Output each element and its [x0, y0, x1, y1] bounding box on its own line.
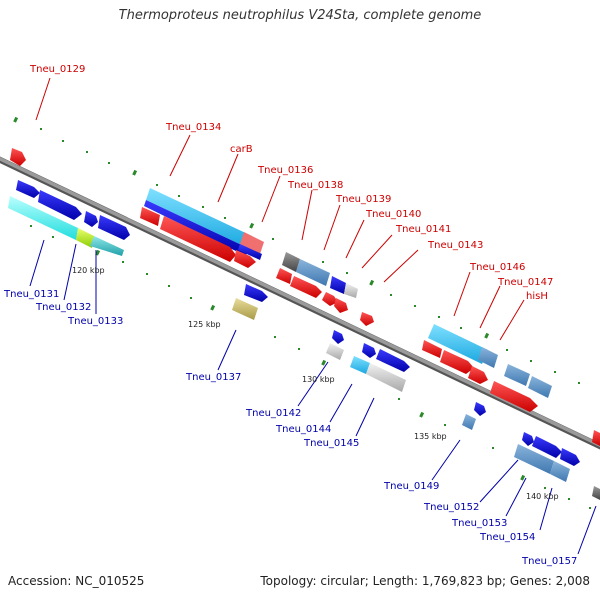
gene-tneu-0131 [8, 196, 78, 240]
label-tneu-0141: Tneu_0141 [395, 224, 451, 235]
scale-ticks-upper [13, 116, 580, 384]
gene-tneu-0134-tip [240, 232, 264, 254]
label-120-kbp: 120 kbp [72, 266, 105, 275]
label-130-kbp: 130 kbp [302, 375, 335, 384]
label-tneu-0142: Tneu_0142 [245, 408, 301, 419]
gene-blue-0149 [474, 402, 486, 416]
bottom-labels: Tneu_0131 Tneu_0132 Tneu_0133 Tneu_0137 … [3, 289, 577, 567]
gene-tneu-0138 [296, 259, 330, 286]
gene-red-0146b [440, 350, 474, 374]
label-135-kbp: 135 kbp [414, 432, 447, 441]
label-tneu-0137: Tneu_0137 [185, 372, 241, 383]
label-tneu-0143: Tneu_0143 [427, 240, 483, 251]
gene-blue-0152b [532, 436, 562, 458]
label-tneu-0133: Tneu_0133 [67, 316, 123, 327]
gene-tneu-0142 [326, 343, 344, 360]
gene-tneu-0129 [10, 148, 26, 166]
label-tneu-0144: Tneu_0144 [275, 424, 331, 435]
label-tneu-0149: Tneu_0149 [383, 481, 439, 492]
label-tneu-0134: Tneu_0134 [165, 122, 221, 133]
gene-red-small [234, 250, 256, 268]
gene-features [8, 148, 600, 500]
label-tneu-0153: Tneu_0153 [451, 518, 507, 529]
label-hish: hisH [526, 291, 548, 302]
gene-left-blue-4 [98, 215, 130, 240]
gene-tneu-0149 [462, 414, 476, 430]
gene-tneu-0133 [90, 236, 124, 256]
label-tneu-0140: Tneu_0140 [365, 209, 421, 220]
gene-red-0143 [360, 312, 374, 326]
gene-tneu-0141 [334, 298, 348, 313]
top-labels: Tneu_0129 Tneu_0134 carB Tneu_0136 Tneu_… [29, 64, 553, 302]
gene-tneu-0134 [146, 188, 252, 248]
gene-blue-0144a [362, 343, 376, 358]
gene-tneu-0132 [76, 228, 94, 248]
gene-tneu-0153 [550, 461, 570, 482]
gene-carb-strip [144, 200, 248, 256]
label-tneu-0152: Tneu_0152 [423, 502, 479, 513]
gene-steel-a [504, 364, 530, 386]
gene-hish [468, 366, 488, 384]
gene-tneu-0146 [428, 324, 488, 364]
gene-red-0139 [322, 292, 338, 306]
gene-red-0138 [290, 276, 322, 298]
label-tneu-0136: Tneu_0136 [257, 165, 313, 176]
bottom-leader-lines [29, 239, 597, 555]
gene-left-blue-1 [16, 180, 40, 198]
map-title: Thermoproteus neutrophilus V24Sta, compl… [118, 8, 482, 23]
gene-tneu-0137 [232, 298, 258, 320]
label-tneu-0138: Tneu_0138 [287, 180, 343, 191]
gene-tneu-0139 [330, 276, 346, 294]
gene-tneu-0152 [514, 444, 554, 474]
gene-red-left [140, 207, 160, 226]
label-tneu-0145: Tneu_0145 [303, 438, 359, 449]
genome-summary-text: Topology: circular; Length: 1,769,823 bp… [260, 574, 590, 588]
label-tneu-0131: Tneu_0131 [3, 289, 59, 300]
top-leader-lines [35, 77, 525, 341]
gene-left-blue-2 [38, 190, 82, 220]
gene-red-long [490, 381, 538, 412]
gene-left-blue-3 [84, 211, 98, 227]
label-tneu-0132: Tneu_0132 [35, 302, 91, 313]
label-carb: carB [230, 144, 253, 155]
label-tneu-0146: Tneu_0146 [469, 262, 525, 273]
gene-steel-b [528, 376, 552, 398]
label-tneu-0129: Tneu_0129 [29, 64, 85, 75]
label-tneu-0147: Tneu_0147 [497, 277, 553, 288]
gene-blue-0144b [376, 349, 410, 372]
gene-blue-0152c [560, 448, 580, 466]
gene-tneu-0145 [366, 363, 406, 392]
gene-carb-strip-2 [238, 244, 262, 260]
gene-red-right [592, 430, 600, 446]
gene-tneu-0140 [344, 283, 358, 298]
accession-text: Accession: NC_010525 [8, 574, 145, 588]
gene-blue-0152a [522, 432, 534, 446]
label-140-kbp: 140 kbp [526, 492, 559, 501]
scale-labels: 120 kbp 125 kbp 130 kbp 135 kbp 140 kbp [72, 266, 559, 501]
gene-tneu-0147 [478, 347, 498, 368]
gene-tneu-0136 [282, 252, 300, 272]
gene-red-0146a [422, 340, 442, 358]
gene-tneu-0144 [350, 356, 370, 374]
gene-tneu-0157 [592, 486, 600, 500]
label-tneu-0157: Tneu_0157 [521, 556, 577, 567]
gene-blue-0142 [332, 330, 344, 344]
gene-carb [160, 216, 236, 262]
gene-red-0136 [276, 268, 292, 284]
label-tneu-0154: Tneu_0154 [479, 532, 535, 543]
gene-blue-0137 [244, 284, 268, 302]
label-125-kbp: 125 kbp [188, 320, 221, 329]
label-tneu-0139: Tneu_0139 [335, 194, 391, 205]
